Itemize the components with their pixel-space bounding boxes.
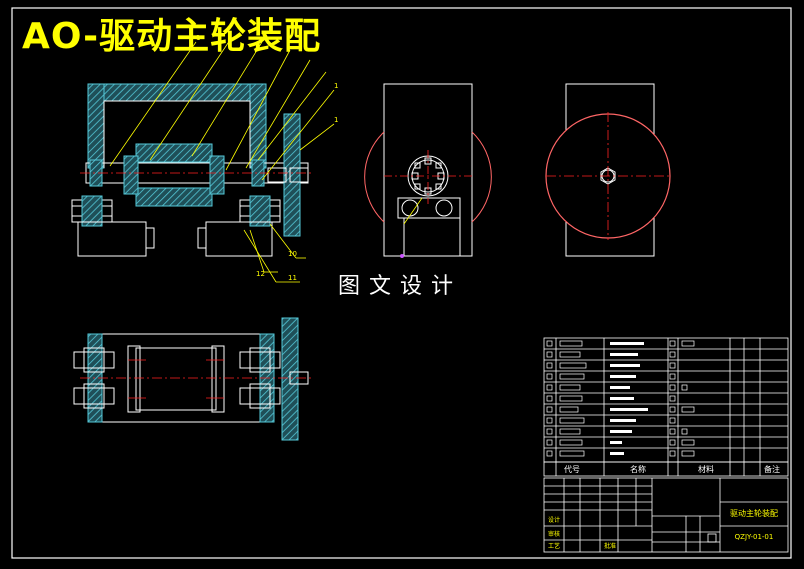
callout-label: 11 (288, 274, 297, 282)
title-row-process: 工艺 (548, 542, 560, 550)
watermark-text: 图文设计 (338, 274, 463, 299)
callout-label: 12 (256, 270, 265, 278)
parts-header-code: 代号 (564, 464, 580, 474)
sprocket-section (283, 113, 301, 237)
drawing-name: 驱动主轮装配 (730, 508, 778, 518)
title-row-review: 审核 (548, 530, 560, 538)
side-view (364, 83, 492, 258)
callout-label: 1 (334, 116, 338, 124)
bracket-left-leg (87, 83, 105, 169)
callout-label: 10 (288, 250, 297, 258)
parts-list (543, 337, 789, 477)
right-view (545, 83, 672, 257)
drawing-frame (11, 7, 792, 559)
front-section-view: 1 1 1 10 11 12 (71, 34, 338, 283)
parts-header-remark: 备注 (764, 464, 780, 474)
parts-header-material: 材料 (698, 464, 714, 474)
callout-leaders (109, 39, 335, 283)
title-row-approve: 批准 (604, 542, 616, 550)
drawing-number: QZJY-01-01 (735, 533, 774, 541)
title-row-design: 设计 (548, 516, 560, 524)
bearing-housing-right (205, 221, 273, 257)
title-block (543, 477, 789, 553)
callout-label: 1 (196, 34, 200, 42)
top-view (73, 317, 312, 441)
bracket-right-leg (249, 83, 267, 169)
bearing-housing-left (77, 221, 147, 257)
callout-label: 1 (334, 82, 338, 90)
parts-header-name: 名称 (630, 464, 646, 474)
bracket-top (87, 83, 267, 102)
drawing-title: AO-驱动主轮装配 (22, 16, 322, 57)
